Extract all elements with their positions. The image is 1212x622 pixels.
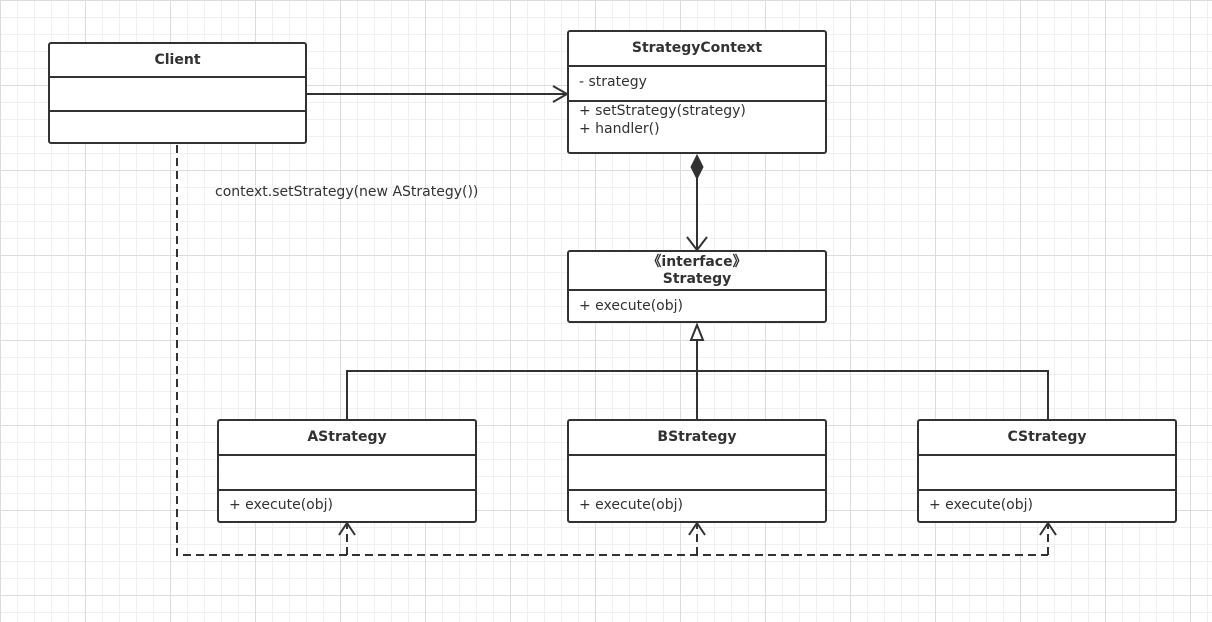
client-attributes: [50, 76, 305, 110]
interface-stereotype: 《interface》: [647, 253, 747, 270]
method-set-strategy: + setStrategy(strategy): [579, 103, 746, 119]
method-execute: + execute(obj): [579, 298, 683, 314]
cstrategy-class-name: CStrategy: [1007, 429, 1087, 445]
strategy-interface-methods: + execute(obj): [569, 289, 825, 321]
astrategy-class[interactable]: AStrategy + execute(obj): [217, 419, 477, 523]
dependency-line: [176, 145, 1048, 556]
cstrategy-methods: + execute(obj): [919, 489, 1175, 521]
dependency-arrowhead-c: [1039, 521, 1057, 536]
bstrategy-attributes: [569, 454, 825, 489]
method-execute: + execute(obj): [229, 497, 333, 513]
bstrategy-methods: + execute(obj): [569, 489, 825, 521]
strategy-interface-name: Strategy: [662, 270, 732, 287]
method-execute: + execute(obj): [579, 497, 683, 513]
strategy-context-attributes: - strategy: [569, 65, 825, 100]
strategy-context-class[interactable]: StrategyContext - strategy + setStrategy…: [567, 30, 827, 154]
bstrategy-class[interactable]: BStrategy + execute(obj): [567, 419, 827, 523]
astrategy-attributes: [219, 454, 475, 489]
strategy-interface-header: 《interface》 Strategy: [569, 252, 825, 289]
client-class-name: Client: [154, 51, 201, 68]
method-handler: + handler(): [579, 121, 660, 137]
attribute-strategy: - strategy: [579, 74, 647, 90]
realization-line-branches: [346, 370, 1049, 420]
realization-triangle: [689, 322, 705, 341]
astrategy-methods: + execute(obj): [219, 489, 475, 521]
cstrategy-attributes: [919, 454, 1175, 489]
method-execute: + execute(obj): [929, 497, 1033, 513]
composition-diamond: [690, 153, 704, 181]
cstrategy-class[interactable]: CStrategy + execute(obj): [917, 419, 1177, 523]
dependency-note: context.setStrategy(new AStrategy()): [215, 184, 479, 200]
client-methods: [50, 110, 305, 142]
strategy-context-class-name: StrategyContext: [631, 40, 763, 56]
strategy-interface[interactable]: 《interface》 Strategy + execute(obj): [567, 250, 827, 323]
astrategy-class-name: AStrategy: [307, 429, 387, 445]
dependency-arrowhead-a: [338, 521, 356, 536]
strategy-context-methods: + setStrategy(strategy) + handler(): [569, 100, 825, 152]
bstrategy-class-name: BStrategy: [657, 429, 737, 445]
dependency-arrowhead-b: [688, 521, 706, 536]
client-class[interactable]: Client: [48, 42, 307, 144]
